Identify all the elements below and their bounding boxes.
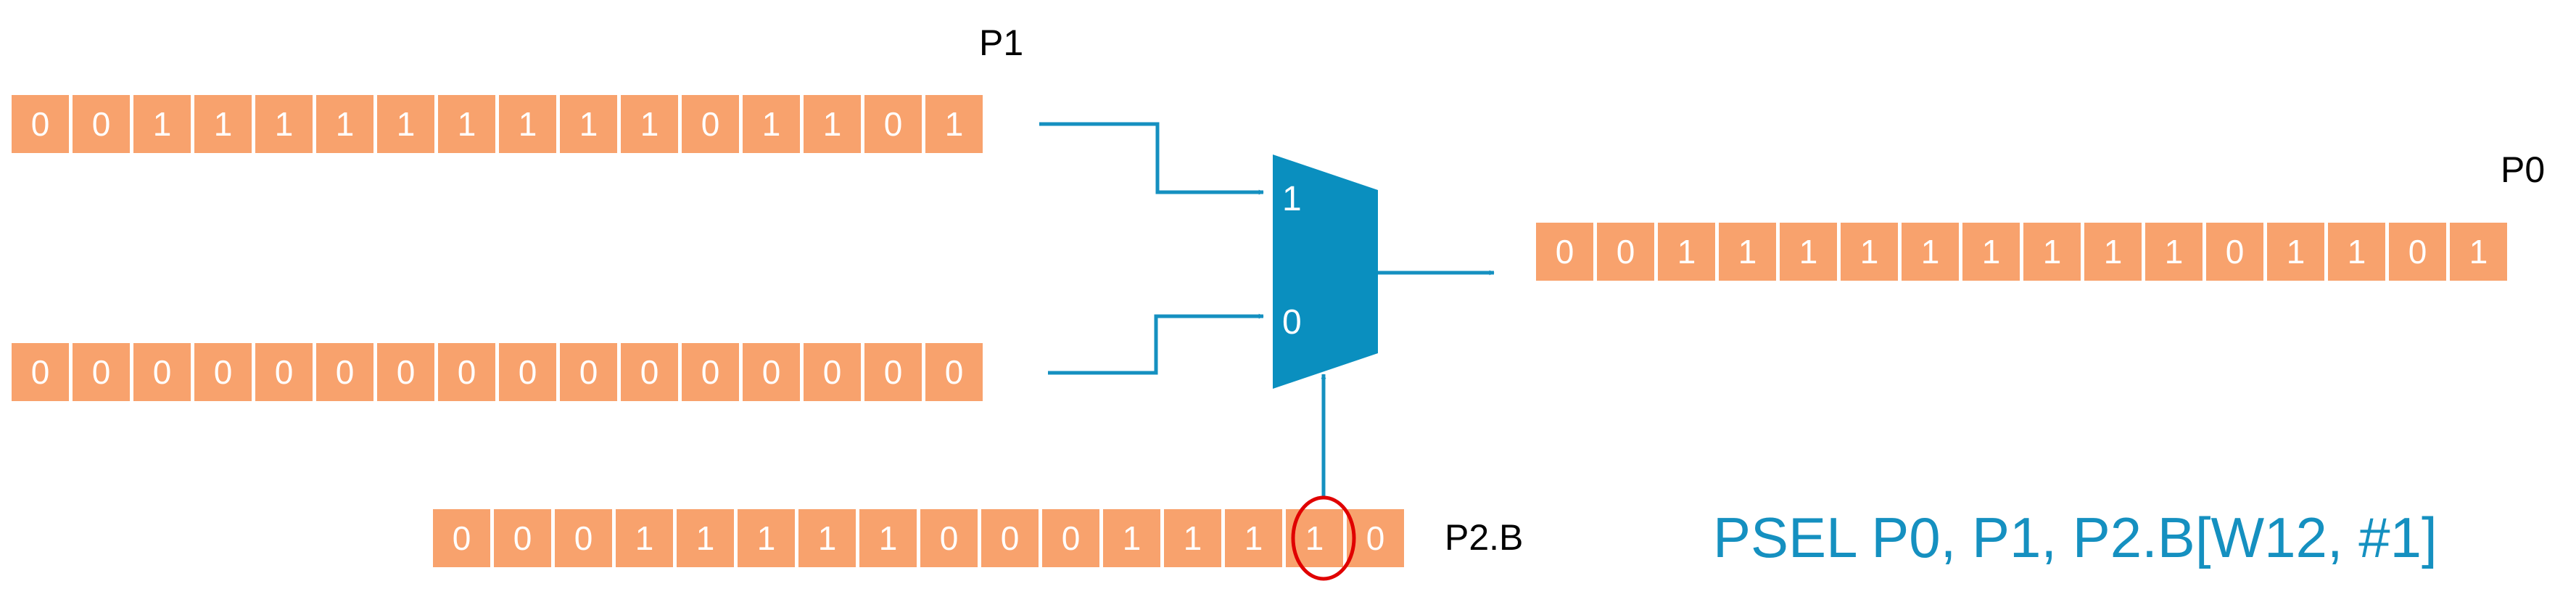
p2b-bit: 0 — [1347, 509, 1404, 567]
p0-bit: 0 — [2206, 223, 2263, 281]
p1-bit: 0 — [12, 95, 69, 153]
p0-bit: 1 — [2267, 223, 2324, 281]
p2b-bit: 1 — [1103, 509, 1160, 567]
zero-bit: 0 — [73, 343, 130, 401]
p1-bit: 0 — [682, 95, 739, 153]
zero-bit: 0 — [133, 343, 191, 401]
p0-bit: 0 — [2389, 223, 2446, 281]
p1-bit: 1 — [804, 95, 861, 153]
p1-bit: 0 — [73, 95, 130, 153]
p1-bit: 1 — [194, 95, 252, 153]
zero-bit: 0 — [682, 343, 739, 401]
p0-bit: 1 — [2023, 223, 2081, 281]
zero-bit: 0 — [864, 343, 922, 401]
p1-bit: 1 — [621, 95, 678, 153]
zero-bit: 0 — [621, 343, 678, 401]
zero-bit: 0 — [804, 343, 861, 401]
instruction-text: PSEL P0, P1, P2.B[W12, #1] — [1713, 506, 2437, 569]
p1-bit: 1 — [255, 95, 313, 153]
p0-bit: 0 — [1597, 223, 1654, 281]
p1-bit: 0 — [864, 95, 922, 153]
p0-bit: 1 — [2328, 223, 2385, 281]
p1-bit: 1 — [316, 95, 373, 153]
zero-bit: 0 — [499, 343, 556, 401]
p0-bit: 1 — [1658, 223, 1715, 281]
p2b-bit: 1 — [677, 509, 734, 567]
zero-register: 0 0 0 0 0 0 0 0 0 0 0 0 0 0 0 0 — [12, 343, 983, 401]
p2b-bit: 1 — [738, 509, 795, 567]
p2b-bit: 0 — [433, 509, 490, 567]
p1-register: 0 0 1 1 1 1 1 1 1 1 1 0 1 1 0 1 — [12, 95, 983, 153]
mux-input-0-label: 0 — [1282, 303, 1302, 342]
zero-bit: 0 — [377, 343, 434, 401]
p0-bit: 1 — [2084, 223, 2142, 281]
p0-label: P0 — [2501, 149, 2546, 190]
p2b-bit: 0 — [555, 509, 612, 567]
p2b-bit: 1 — [1164, 509, 1221, 567]
p2b-bit: 0 — [920, 509, 978, 567]
p2b-register: 0 0 0 1 1 1 1 1 0 0 0 1 1 1 1 0 — [433, 509, 1404, 567]
p1-bit: 1 — [499, 95, 556, 153]
p2b-bit: 0 — [494, 509, 551, 567]
p0-bit: 1 — [1780, 223, 1837, 281]
zero-bit: 0 — [12, 343, 69, 401]
selected-bit-highlight — [1291, 495, 1356, 581]
p2b-label: P2.B — [1445, 517, 1524, 558]
zero-bit: 0 — [316, 343, 373, 401]
p1-bit: 1 — [743, 95, 800, 153]
p0-bit: 1 — [2145, 223, 2203, 281]
p1-bit: 1 — [560, 95, 617, 153]
p1-bit: 1 — [438, 95, 495, 153]
mux-input-1-label: 1 — [1282, 180, 1302, 218]
p0-bit: 1 — [1841, 223, 1898, 281]
zero-bit: 0 — [743, 343, 800, 401]
p2b-bit: 0 — [981, 509, 1039, 567]
zero-bit: 0 — [255, 343, 313, 401]
zero-bit: 0 — [438, 343, 495, 401]
p1-bit: 1 — [925, 95, 983, 153]
p2b-bit: 1 — [859, 509, 917, 567]
p2b-bit: 1 — [1225, 509, 1282, 567]
mux-shape — [1273, 154, 1378, 389]
p1-label: P1 — [979, 22, 1024, 63]
p1-bit: 1 — [377, 95, 434, 153]
p1-to-mux-arrow — [1039, 122, 1264, 195]
zero-to-mux-arrow — [1048, 313, 1264, 375]
p2b-bit: 0 — [1042, 509, 1099, 567]
p2b-bit: 1 — [616, 509, 673, 567]
p0-bit: 1 — [1902, 223, 1959, 281]
zero-bit: 0 — [194, 343, 252, 401]
p0-bit: 0 — [1536, 223, 1593, 281]
p0-bit: 1 — [2450, 223, 2507, 281]
p2b-bit-selected: 1 — [1286, 509, 1343, 567]
p0-register: 0 0 1 1 1 1 1 1 1 1 1 0 1 1 0 1 — [1536, 223, 2507, 281]
p2b-bit: 1 — [798, 509, 856, 567]
zero-bit: 0 — [560, 343, 617, 401]
p0-bit: 1 — [1719, 223, 1776, 281]
zero-bit: 0 — [925, 343, 983, 401]
p1-bit: 1 — [133, 95, 191, 153]
p0-bit: 1 — [1962, 223, 2020, 281]
